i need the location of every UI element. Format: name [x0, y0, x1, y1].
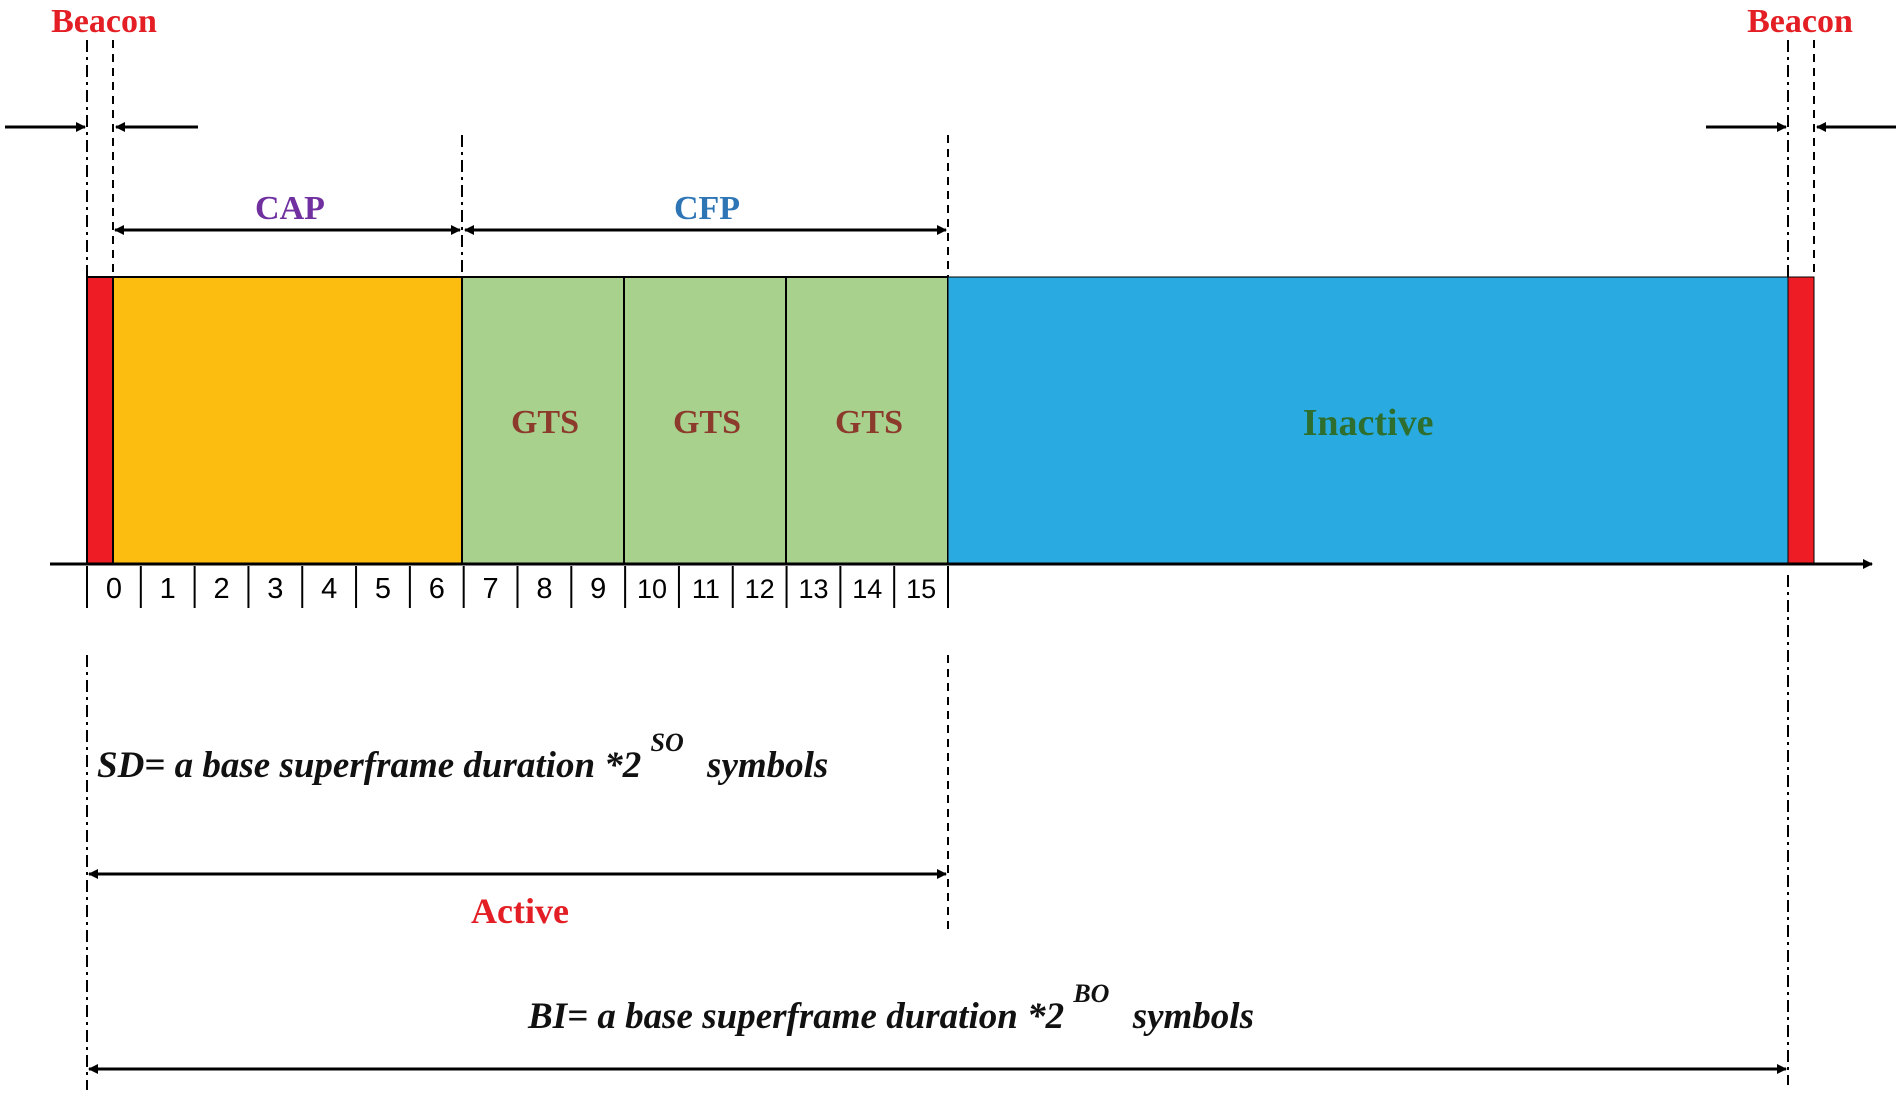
slot-number: 15	[906, 574, 936, 604]
gts-block-2	[623, 276, 787, 565]
slot-number: 1	[160, 573, 176, 605]
slot-number: 5	[375, 573, 391, 605]
bi-formula-suffix: symbols	[1132, 996, 1254, 1037]
cap-label: CAP	[255, 190, 325, 227]
sd-formula: SD= a base superframe duration *2 SO sym…	[97, 719, 828, 786]
gts-block-3	[785, 276, 949, 565]
slot-number: 14	[852, 574, 882, 604]
slot-number: 2	[213, 573, 229, 605]
slot-number: 8	[536, 573, 552, 605]
slot-number: 11	[692, 574, 720, 604]
slot-number: 4	[321, 573, 337, 605]
gts-label-3: GTS	[835, 404, 903, 441]
cfp-label: CFP	[674, 190, 740, 227]
bi-formula: BI= a base superframe duration *2 BO sym…	[527, 970, 1254, 1037]
gts-label-2: GTS	[673, 404, 741, 441]
bi-formula-prefix: BI= a base superframe duration *2	[527, 996, 1064, 1037]
slot-number: 7	[483, 573, 499, 605]
sd-formula-prefix: SD= a base superframe duration *2	[97, 745, 641, 786]
slot-number: 6	[429, 573, 445, 605]
gts-label-1: GTS	[511, 404, 579, 441]
sd-formula-suffix: symbols	[706, 745, 828, 786]
inactive-label: Inactive	[1303, 402, 1434, 444]
slot-number: 10	[637, 574, 667, 604]
active-label: Active	[471, 891, 569, 931]
slot-number: 12	[745, 574, 775, 604]
slot-number: 9	[590, 573, 606, 605]
beacon-label-right: Beacon	[1747, 3, 1853, 40]
slot-number: 3	[267, 573, 283, 605]
beacon-block-left	[86, 276, 114, 565]
sd-formula-exponent: SO	[651, 728, 684, 757]
bi-formula-exponent: BO	[1072, 979, 1109, 1008]
gts-block-1	[461, 276, 625, 565]
inactive-block	[947, 276, 1789, 565]
beacon-block-right	[1787, 276, 1815, 565]
beacon-label-left: Beacon	[51, 3, 157, 40]
slot-number: 13	[798, 574, 828, 604]
cap-block	[112, 276, 463, 565]
slot-number: 0	[106, 573, 122, 605]
